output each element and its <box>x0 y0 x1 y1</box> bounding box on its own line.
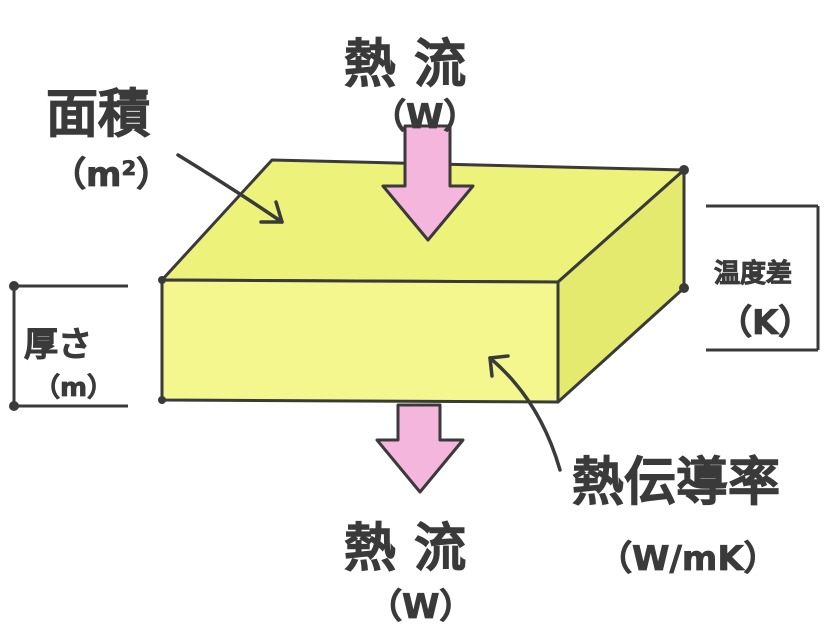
corner-dot <box>158 396 166 404</box>
conductivity-label: 熱伝導率 <box>572 453 780 513</box>
thickness-bracket <box>9 281 128 411</box>
heat-flow-top-unit: （W） <box>372 97 478 137</box>
corner-dot <box>158 276 166 284</box>
area-label: 面積 <box>46 85 150 145</box>
temp-diff-bracket <box>706 204 820 352</box>
material-block <box>158 158 689 404</box>
area-pointer <box>176 153 284 224</box>
heat-flow-bottom-unit: （W） <box>368 587 474 627</box>
area-unit: （m²） <box>52 155 170 195</box>
corner-dot <box>679 283 689 293</box>
thickness-label: 厚さ <box>24 325 92 365</box>
conductivity-unit: （W/mK） <box>598 539 778 579</box>
conductivity-pointer <box>488 354 562 472</box>
heat-flow-arrow-top <box>381 124 475 242</box>
heat-flow-arrow-bottom <box>375 403 465 494</box>
thickness-unit: （m） <box>34 373 113 403</box>
block-front-face <box>160 278 560 404</box>
temp-diff-label: 温度差 <box>714 258 792 289</box>
corner-dot <box>679 165 689 175</box>
temp-diff-unit: （K） <box>718 303 812 343</box>
heat-flow-top-label: 熱 流 <box>344 35 466 95</box>
heat-flow-bottom-label: 熱 流 <box>344 519 466 579</box>
